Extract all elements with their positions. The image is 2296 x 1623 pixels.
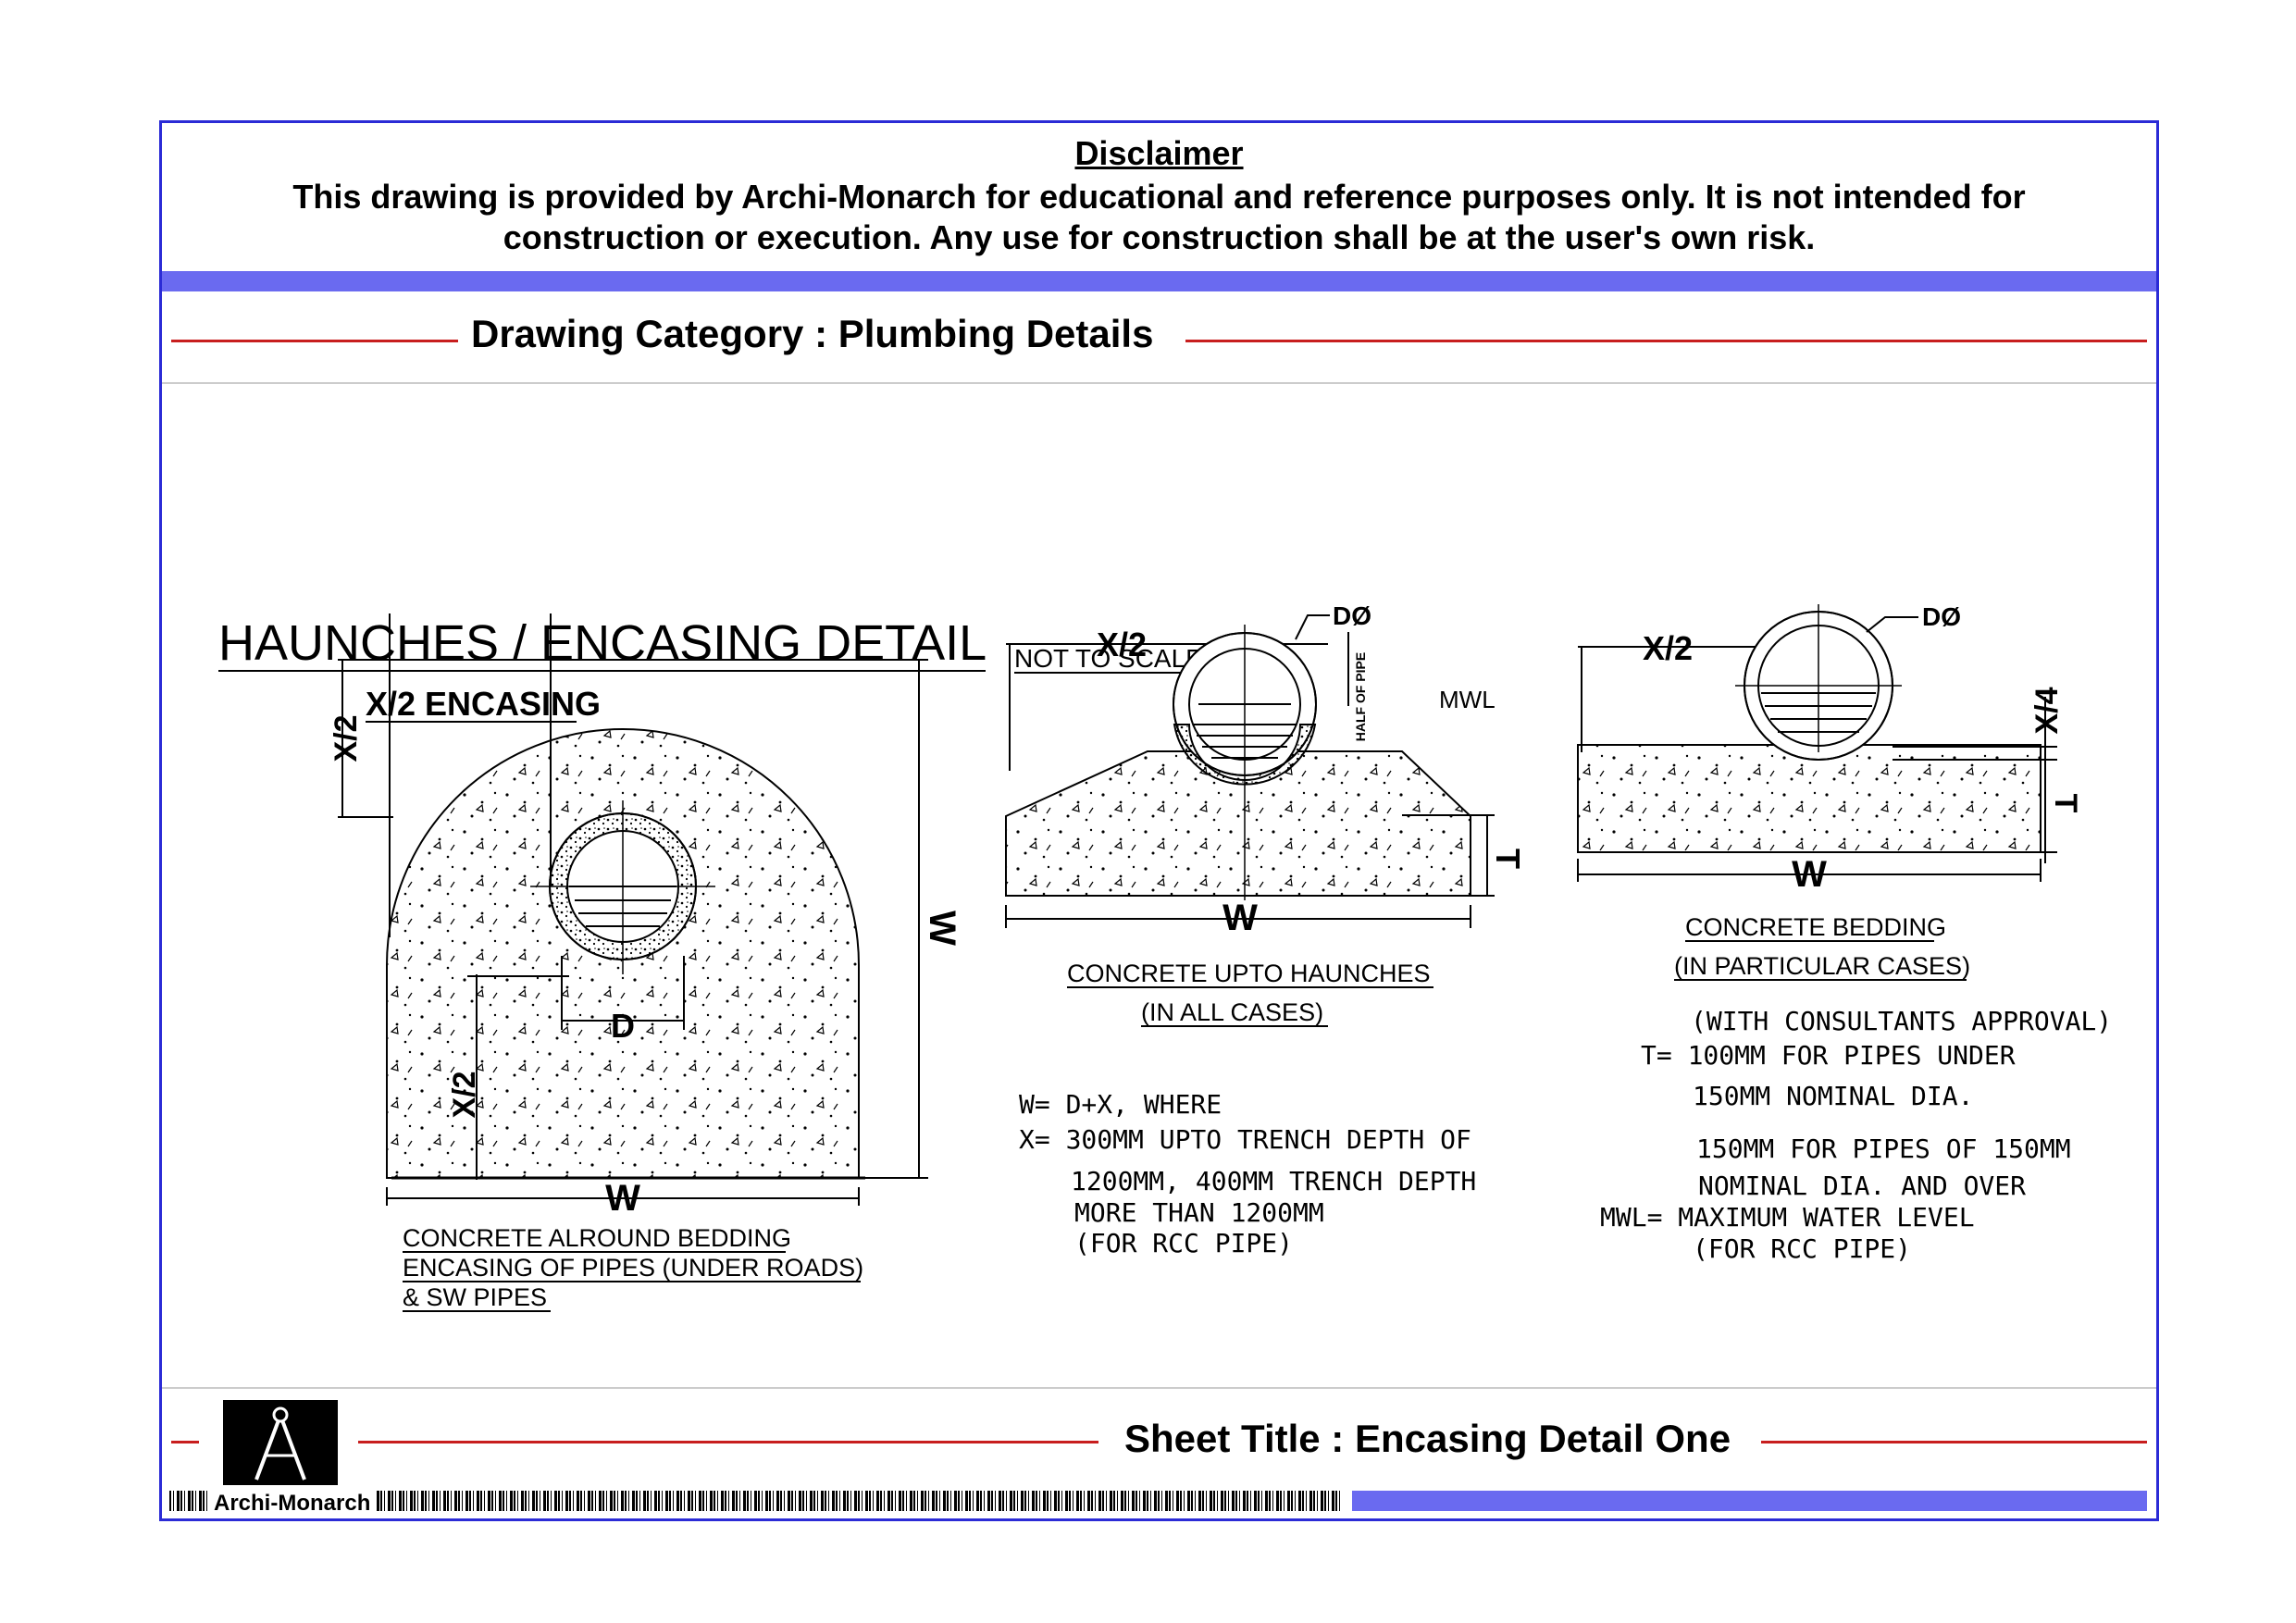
footer-band xyxy=(1352,1491,2147,1511)
detail1-caption-1: CONCRETE ALROUND BEDDING xyxy=(403,1224,791,1252)
title-block: Sheet Title : Encasing Detail One Archi-… xyxy=(162,1387,2156,1523)
detail3-note-2: T= 100MM FOR PIPES UNDER xyxy=(1641,1040,2016,1071)
detail3-caption-2: (IN PARTICULAR CASES) xyxy=(1674,952,1970,980)
d3-dia-label: DØ xyxy=(1922,602,1961,631)
bedding-block xyxy=(1577,744,2042,853)
category-rule-right xyxy=(1185,340,2147,342)
footer-rule-short xyxy=(171,1441,199,1443)
header-band xyxy=(162,271,2156,291)
d2-half-pipe-label: HALF OF PIPE xyxy=(1353,652,1368,741)
detail3-note-4: 150MM FOR PIPES OF 150MM xyxy=(1696,1134,2071,1164)
barcode-strip xyxy=(169,1491,1341,1511)
d2-mwl-label: MWL xyxy=(1439,686,1496,713)
d2-t-label: T xyxy=(1489,849,1527,869)
compass-icon xyxy=(254,1406,306,1481)
disclaimer-block: Disclaimer This drawing is provided by A… xyxy=(162,123,2156,271)
x2-encasing-label: X/2 ENCASING xyxy=(366,685,601,723)
disclaimer-text: This drawing is provided by Archi-Monarc… xyxy=(292,178,2026,256)
category-row: Drawing Category : Plumbing Details xyxy=(162,291,2156,384)
detail2-note-2: X= 300MM UPTO TRENCH DEPTH OF xyxy=(1019,1124,1471,1155)
d-label: D xyxy=(611,1007,635,1045)
w-side-label: W xyxy=(922,911,962,946)
d2-w-label: W xyxy=(1222,898,1258,938)
footer-rule-right xyxy=(1761,1441,2147,1443)
d3-w-label: W xyxy=(1792,854,1827,895)
d3-x2-label: X/2 xyxy=(1643,629,1693,667)
not-to-scale-note: NOT TO SCALE xyxy=(1014,644,1203,673)
x2-bottom-label: X/2 xyxy=(447,1071,482,1118)
detail3-note-7: (FOR RCC PIPE) xyxy=(1693,1233,1911,1264)
d2-x2-label: X/2 xyxy=(1097,626,1147,663)
detail3-note-6: MWL= MAXIMUM WATER LEVEL xyxy=(1600,1202,1975,1233)
detail2-note-5: (FOR RCC PIPE) xyxy=(1074,1228,1293,1258)
d3-t-label: T xyxy=(2048,794,2083,813)
detail2-note-1: W= D+X, WHERE xyxy=(1019,1089,1222,1120)
drawing-category: Drawing Category : Plumbing Details xyxy=(471,312,1154,355)
d2-dia-label: DØ xyxy=(1333,601,1371,630)
brand-name: Archi-Monarch xyxy=(210,1491,375,1517)
detail2-note-3: 1200MM, 400MM TRENCH DEPTH xyxy=(1071,1166,1476,1196)
drawing-sheet: Disclaimer This drawing is provided by A… xyxy=(159,120,2159,1521)
sheet-title: Sheet Title : Encasing Detail One xyxy=(1124,1417,1731,1460)
x2-side-label: X/2 xyxy=(329,714,364,762)
detail2-caption-2: (IN ALL CASES) xyxy=(1141,998,1323,1026)
detail1-caption-2: ENCASING OF PIPES (UNDER ROADS) xyxy=(403,1254,863,1282)
detail3-note-5: NOMINAL DIA. AND OVER xyxy=(1698,1171,2026,1201)
detail3-note-3: 150MM NOMINAL DIA. xyxy=(1693,1081,1973,1111)
detail1-caption-3: & SW PIPES xyxy=(403,1283,547,1311)
disclaimer-title: Disclaimer xyxy=(1074,134,1244,172)
detail3-caption-1: CONCRETE BEDDING xyxy=(1685,913,1946,941)
detail2-caption-1: CONCRETE UPTO HAUNCHES xyxy=(1067,960,1431,987)
footer-rule-left xyxy=(358,1441,1098,1443)
detail-title: HAUNCHES / ENCASING DETAIL xyxy=(218,615,987,671)
detail3-note-1: (WITH CONSULTANTS APPROVAL) xyxy=(1691,1006,2112,1036)
archi-monarch-logo xyxy=(223,1400,338,1485)
encasing-drawing: HAUNCHES / ENCASING DETAIL NOT TO SCALE … xyxy=(218,601,2112,1312)
category-rule-left xyxy=(171,340,458,342)
w-bottom-label: W xyxy=(605,1178,640,1219)
detail2-note-4: MORE THAN 1200MM xyxy=(1074,1197,1324,1228)
d3-x4-label: X/4 xyxy=(2029,687,2065,734)
